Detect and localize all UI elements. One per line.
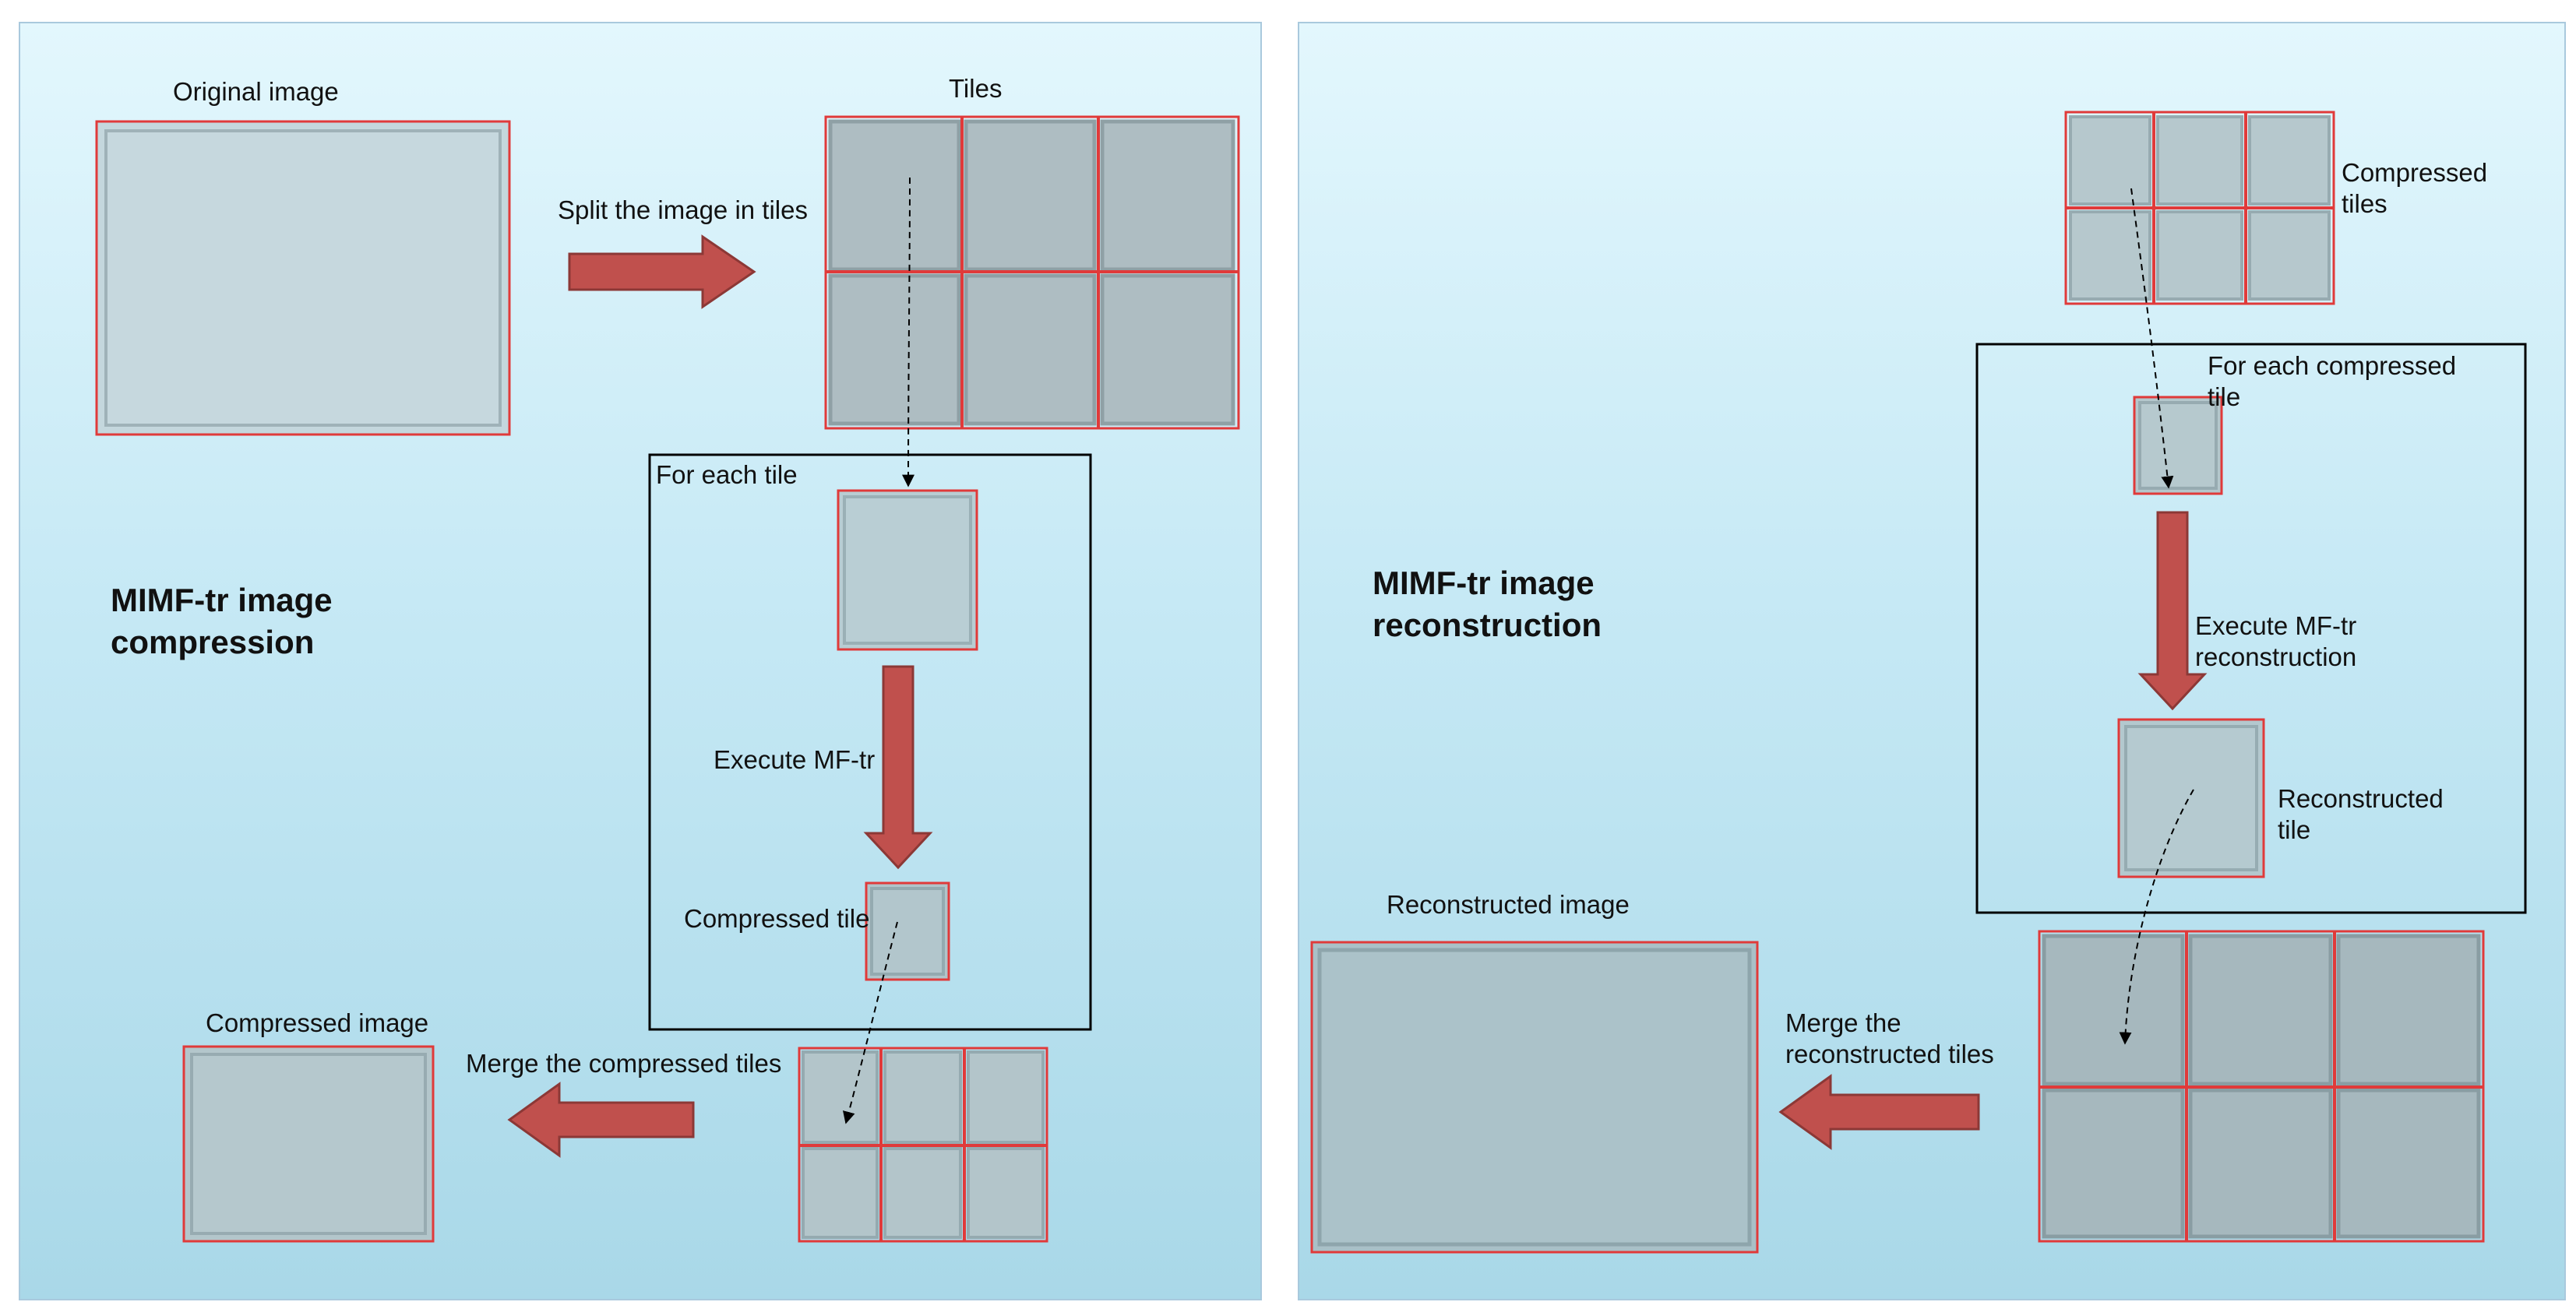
compressed-tile-box <box>865 881 950 981</box>
merge-reconstructed-line2: reconstructed tiles <box>1785 1040 1994 1068</box>
for-each-compressed-tile-label: For each compressed tile <box>2208 350 2456 413</box>
original-image-box <box>95 120 511 436</box>
for-each-compressed-line1: For each compressed <box>2208 351 2457 380</box>
compressed-image-label: Compressed image <box>206 1008 429 1037</box>
compression-title: MIMF-tr image compression <box>111 579 333 663</box>
reconstructed-tile-line2: tile <box>2278 815 2311 844</box>
compressed-tile-label: Compressed tile <box>684 904 870 933</box>
reconstructed-image-box <box>1310 941 1759 1254</box>
merge-reconstructed-line1: Merge the <box>1785 1008 1901 1037</box>
single-tile-box <box>837 489 978 651</box>
reconstruction-title-line2: reconstruction <box>1373 607 1602 643</box>
reconstruct-arrow <box>2137 511 2208 711</box>
reconstructed-image-label: Reconstructed image <box>1387 890 1630 919</box>
split-arrow <box>568 234 756 309</box>
reconstruction-title: MIMF-tr image reconstruction <box>1373 562 1602 646</box>
execute-reconstruction-label: Execute MF-tr reconstruction <box>2195 610 2356 673</box>
reconstructed-tile-box <box>2117 718 2265 878</box>
split-label: Split the image in tiles <box>558 195 808 224</box>
reconstruction-title-line1: MIMF-tr image <box>1373 565 1595 601</box>
reconstructed-tiles-grid <box>2038 930 2485 1243</box>
reconstructed-tile-label: Reconstructed tile <box>2278 783 2444 846</box>
execute-reconstruction-line1: Execute MF-tr <box>2195 611 2357 640</box>
compressed-tiles-label: Compressed tiles <box>2342 157 2487 220</box>
merge-compressed-label: Merge the compressed tiles <box>466 1049 782 1078</box>
original-image-label: Original image <box>173 77 339 106</box>
merge-reconstructed-label: Merge the reconstructed tiles <box>1785 1008 1994 1070</box>
compressed-tiles-grid <box>798 1047 1048 1243</box>
compressed-tiles-label-line1: Compressed <box>2342 158 2488 187</box>
tiles-grid <box>824 115 1240 430</box>
for-each-tile-label: For each tile <box>656 460 798 489</box>
for-each-compressed-tile-box <box>1975 343 2527 914</box>
execute-reconstruction-line2: reconstruction <box>2195 642 2357 671</box>
single-compressed-tile-box <box>2133 396 2223 495</box>
execute-mf-tr-label: Execute MF-tr <box>714 745 876 774</box>
compressed-tiles-label-line2: tiles <box>2342 189 2387 218</box>
execute-arrow <box>863 665 933 870</box>
compression-title-line1: MIMF-tr image <box>111 582 333 618</box>
compressed-image-box <box>182 1045 435 1243</box>
merge-arrow-right <box>1778 1074 1980 1150</box>
for-each-compressed-line2: tile <box>2208 382 2241 411</box>
reconstructed-tile-line1: Reconstructed <box>2278 784 2444 813</box>
compressed-tiles-grid-right <box>2064 111 2335 305</box>
compression-title-line2: compression <box>111 624 315 660</box>
right-dashed-flow <box>2119 188 2194 1045</box>
merge-arrow-left <box>507 1082 695 1158</box>
tiles-label: Tiles <box>949 74 1003 103</box>
left-dashed-flow <box>843 177 915 1124</box>
